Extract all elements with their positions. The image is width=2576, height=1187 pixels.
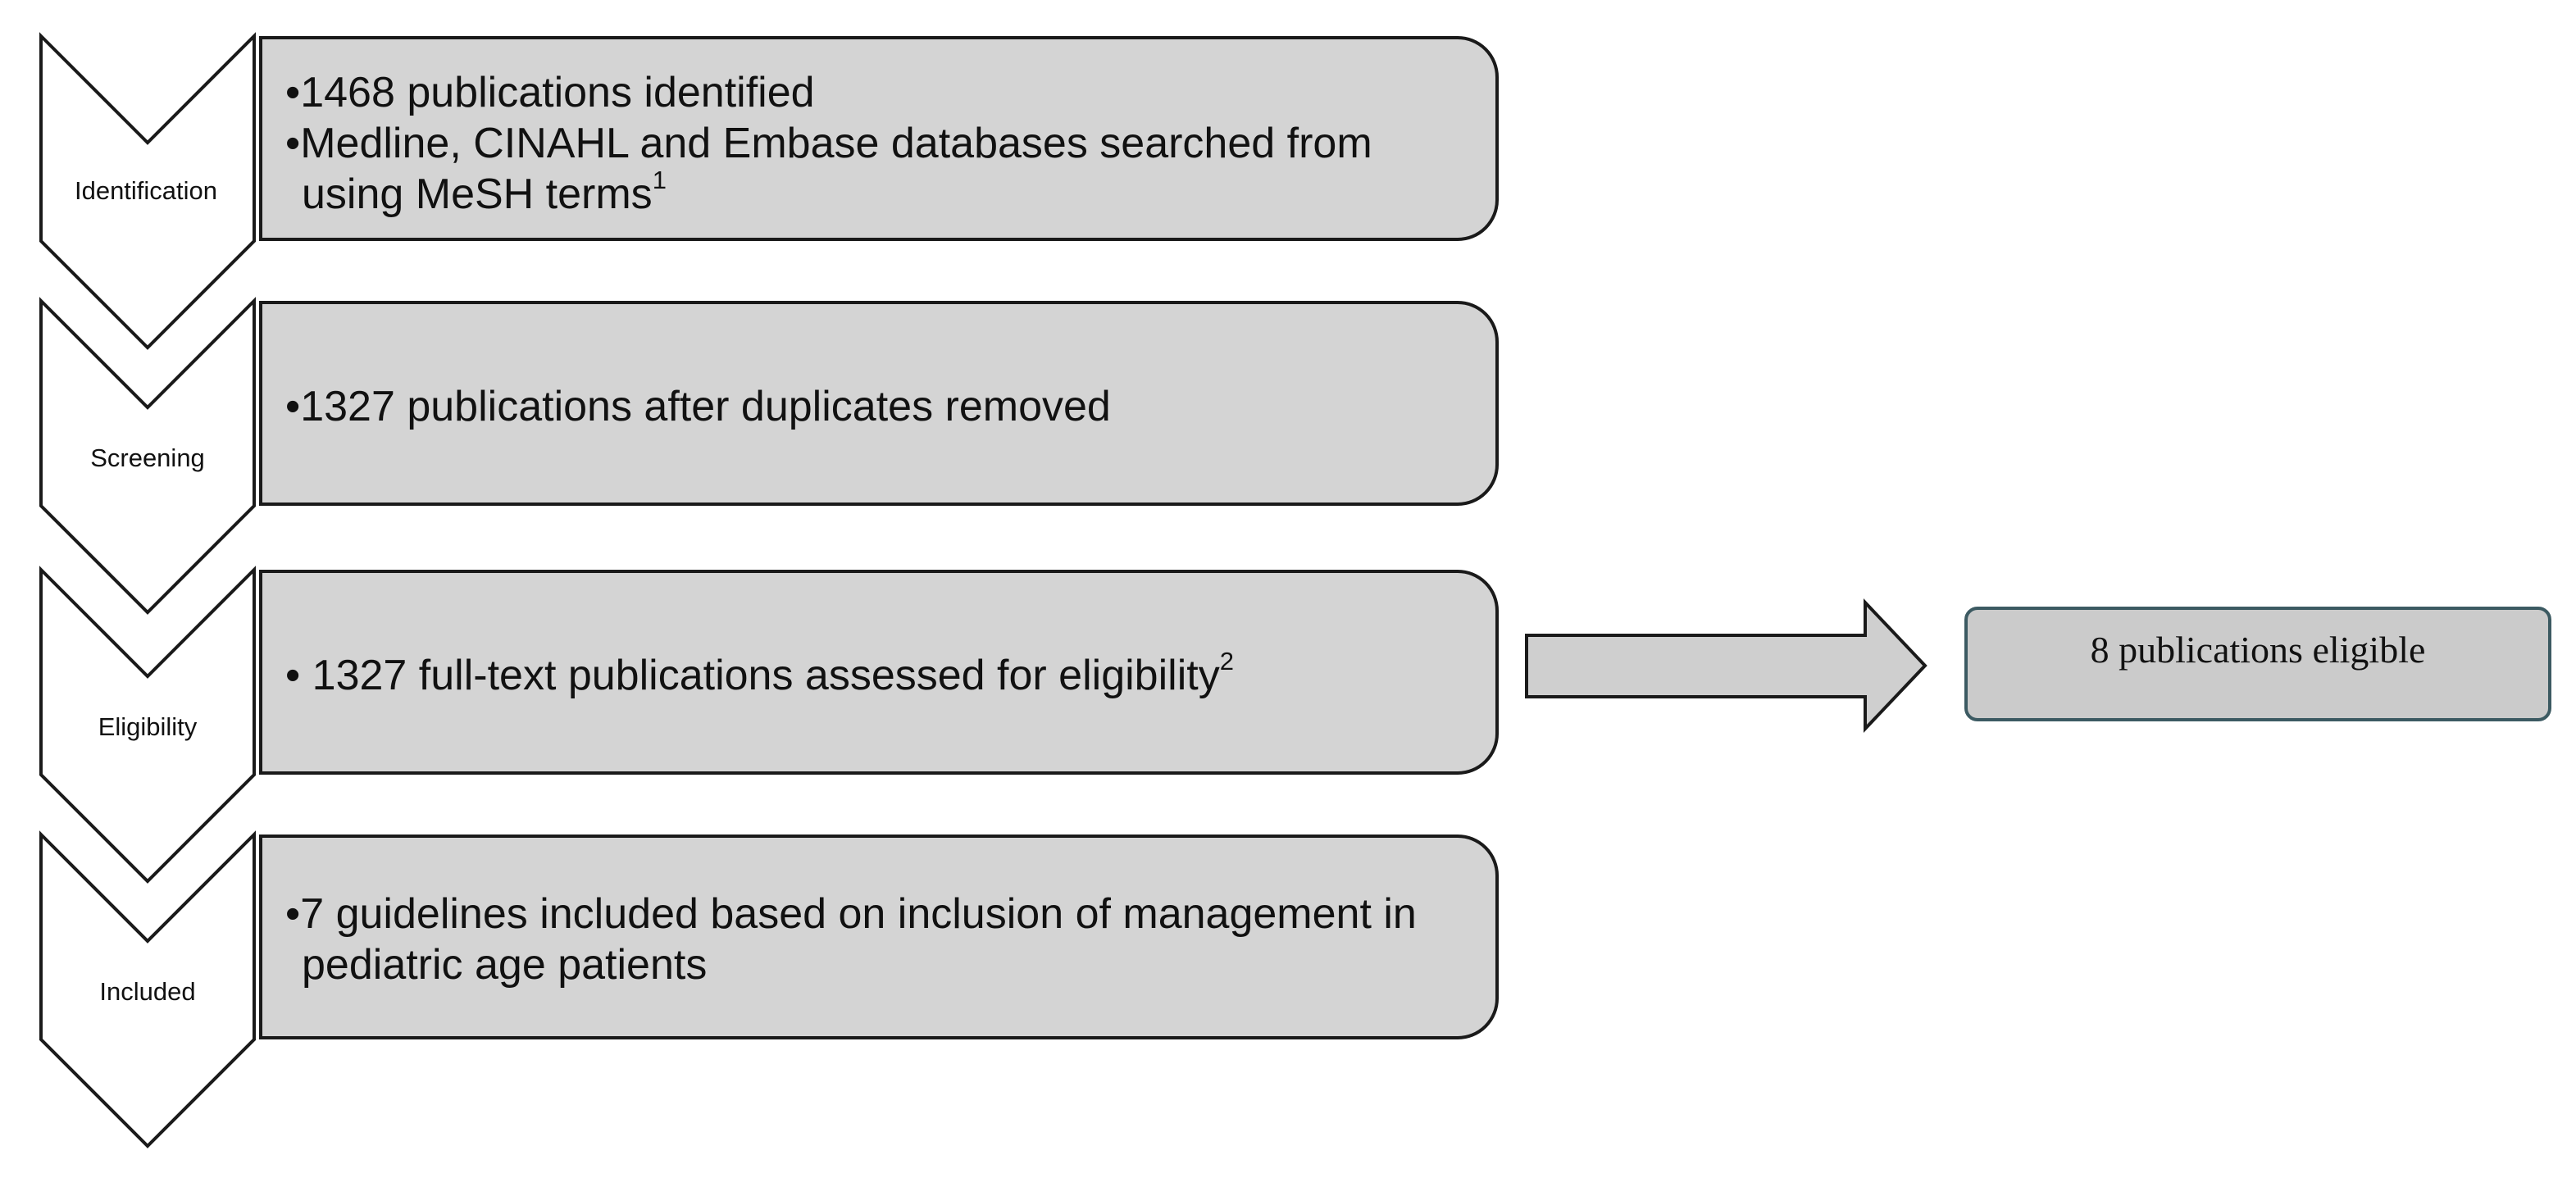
bullet-item: •Medline, CINAHL and Embase databases se… (285, 118, 1471, 220)
bullet-item: •1468 publications identified (285, 67, 1471, 118)
stage-box-identification: •1468 publications identified •Medline, … (259, 36, 1499, 241)
bullet-item: •1327 publications after duplicates remo… (285, 381, 1471, 432)
bullet-item: • 1327 full-text publications assessed f… (285, 647, 1471, 701)
stage-label-identification: Identification (75, 176, 217, 205)
footnote-mark: 2 (1219, 647, 1234, 675)
right-arrow-icon (1525, 598, 1927, 734)
stage-box-included: •7 guidelines included based on inclusio… (259, 835, 1499, 1039)
stage-chevron-included (39, 830, 256, 1148)
stage-label-eligibility: Eligibility (98, 712, 198, 741)
stage-box-eligibility: • 1327 full-text publications assessed f… (259, 570, 1499, 775)
footnote-mark: 1 (652, 166, 667, 194)
result-box: 8 publications eligible (1964, 607, 2551, 721)
bullet-item: •7 guidelines included based on inclusio… (285, 889, 1471, 990)
stage-label-screening: Screening (90, 443, 205, 472)
bullet-glyph: • (285, 120, 301, 167)
stage-chevron-identification (39, 32, 256, 350)
stage-chevron-screening (39, 297, 256, 615)
bullet-text: 1327 full-text publications assessed for… (300, 652, 1220, 699)
stage-label-included: Included (99, 977, 195, 1006)
bullet-glyph: • (285, 69, 301, 116)
stage-chevron-eligibility (39, 566, 256, 884)
result-text: 8 publications eligible (2090, 629, 2426, 671)
bullet-glyph: • (285, 383, 301, 430)
bullet-text: 1468 publications identified (300, 69, 815, 116)
bullet-text: Medline, CINAHL and Embase databases sea… (300, 120, 1372, 218)
bullet-glyph: • (285, 890, 301, 938)
bullet-text: 7 guidelines included based on inclusion… (300, 890, 1417, 989)
stage-box-screening: •1327 publications after duplicates remo… (259, 301, 1499, 506)
bullet-text: 1327 publications after duplicates remov… (300, 383, 1111, 430)
bullet-glyph: • (285, 652, 301, 699)
